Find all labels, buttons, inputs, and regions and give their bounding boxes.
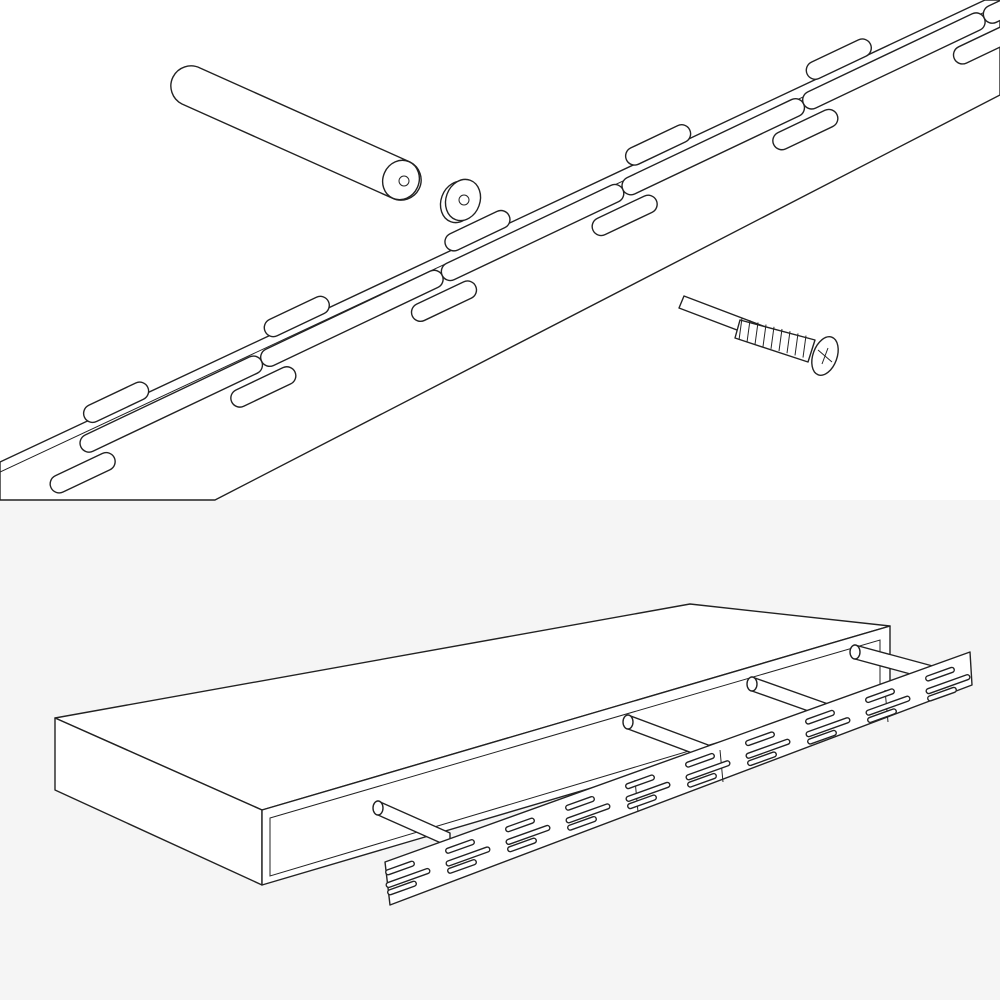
slot [952, 22, 1000, 65]
pin-rod [170, 65, 422, 201]
slot [982, 0, 1000, 24]
slot [627, 794, 657, 810]
slot [591, 194, 658, 237]
slot [925, 674, 971, 695]
slot [445, 839, 475, 854]
washer [439, 178, 482, 224]
screw-thread [754, 322, 759, 345]
slot [927, 686, 957, 702]
bracket-rail [384, 651, 973, 906]
rod-end [849, 644, 861, 660]
slot [807, 729, 837, 745]
slot [410, 280, 478, 323]
rod-end [622, 714, 634, 730]
slot [625, 781, 671, 802]
slot [567, 815, 597, 831]
slot [447, 859, 477, 874]
slot [805, 38, 872, 80]
slot [625, 774, 655, 790]
slot [685, 760, 731, 781]
slot [445, 846, 491, 867]
slot [865, 688, 895, 704]
screw-thread [794, 333, 799, 356]
slot [565, 803, 611, 824]
slot [685, 752, 715, 768]
slot [49, 451, 116, 494]
slot [745, 731, 775, 747]
slot [805, 717, 851, 738]
slot [747, 751, 777, 767]
screw [678, 295, 839, 376]
screw-thread [802, 335, 807, 358]
slot [745, 738, 791, 759]
slot [505, 824, 551, 846]
slot [867, 708, 897, 724]
slot [387, 880, 417, 896]
slot [82, 381, 150, 424]
slot [925, 666, 955, 682]
screw-thread [778, 328, 783, 352]
slot [263, 295, 330, 338]
slot [565, 795, 595, 811]
slot [772, 108, 839, 151]
slot [865, 695, 911, 716]
screw-thread [786, 331, 791, 354]
rail-slots [49, 0, 1000, 494]
rail-closeup [0, 0, 1000, 501]
screw-thread [746, 320, 751, 343]
slot [385, 867, 431, 889]
rod-end [372, 800, 384, 816]
slot [230, 366, 297, 408]
slot [687, 772, 717, 788]
slot [624, 124, 692, 166]
slot [444, 209, 511, 252]
screw-thread [762, 324, 767, 347]
slot [385, 860, 415, 876]
slot [507, 837, 537, 853]
slot [505, 817, 535, 833]
screw-thread [770, 326, 775, 349]
screw-thread [738, 317, 743, 341]
rod-end [746, 676, 758, 692]
slot [805, 709, 835, 725]
